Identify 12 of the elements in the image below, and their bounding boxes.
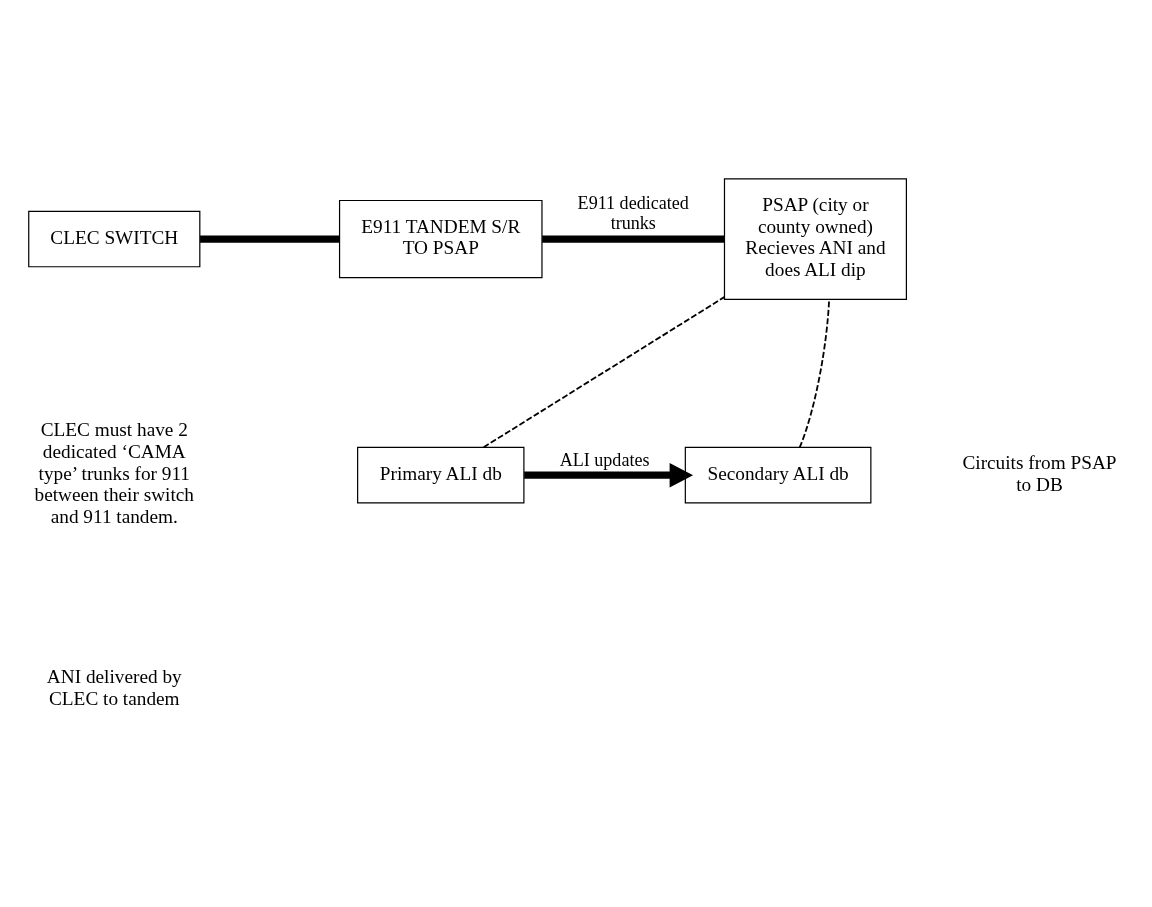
node-box: PSAP (city or county owned) Recieves ANI and does ALI dip (723, 178, 907, 300)
node-box: Secondary ALI db (684, 446, 872, 504)
node-box: Primary ALI db (357, 446, 525, 504)
node-box: E911 TANDEM S/R TO PSAP (338, 199, 543, 279)
edge-label: ALI updates (559, 449, 650, 470)
label: CLEC must have 2 dedicated ‘CAMA type’ trunks for 911 between their switch and 911 tandem. (34, 419, 194, 528)
edge-label: E911 dedicated trunks (577, 192, 689, 234)
connector (798, 298, 831, 449)
connector (482, 296, 726, 449)
node-box: CLEC SWITCH (28, 210, 201, 268)
label: ANI delivered by CLEC to tandem (46, 666, 182, 710)
label: Circuits from PSAP to DB (962, 451, 1117, 495)
